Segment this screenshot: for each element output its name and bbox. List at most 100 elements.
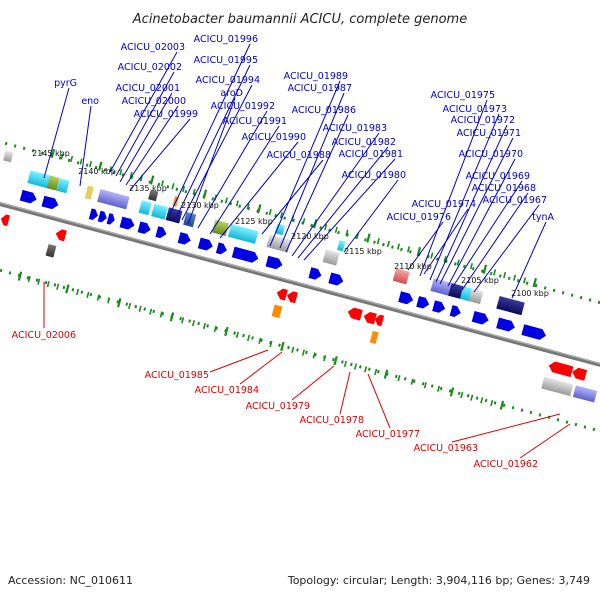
forward-gene-box <box>468 288 484 305</box>
reverse-track-dot <box>403 377 407 381</box>
reverse-minor-tick <box>75 288 80 296</box>
reverse-major-tick <box>224 326 229 337</box>
forward-minor-tick <box>513 274 517 281</box>
forward-minor-tick <box>119 169 123 176</box>
reverse-track-dot <box>71 288 75 292</box>
reverse-track-dot <box>592 427 596 432</box>
reverse-minor-tick <box>128 302 132 310</box>
forward-gene-box <box>3 150 14 163</box>
forward-gene-arrow <box>496 317 515 332</box>
forward-track-dot <box>76 161 80 165</box>
reverse-major-tick <box>449 387 455 397</box>
reverse-major-tick <box>383 369 389 379</box>
reverse-minor-tick <box>364 366 368 373</box>
label-leader-line <box>511 221 547 299</box>
forward-minor-tick <box>192 188 196 195</box>
label-leader-line <box>423 208 469 275</box>
accession-text: Accession: NC_010611 <box>8 574 134 587</box>
label-leader-line <box>261 159 324 235</box>
kbp-tick-label: 2125 kbp <box>235 217 273 226</box>
reverse-track-dot <box>233 331 236 335</box>
label-leader-line <box>339 371 351 415</box>
forward-minor-tick <box>469 263 473 270</box>
forward-minor-tick <box>171 183 175 190</box>
reverse-track-dot <box>376 369 380 374</box>
forward-track-dot <box>157 182 161 187</box>
label-leader-line <box>119 92 173 183</box>
label-leader-line <box>181 84 253 221</box>
reverse-minor-tick <box>181 317 185 324</box>
forward-track-dot <box>534 283 538 288</box>
forward-gene-box <box>151 203 168 220</box>
reverse-tick-track <box>0 268 596 432</box>
forward-major-tick <box>98 161 103 171</box>
reverse-track-dot <box>62 285 66 290</box>
reverse-minor-tick <box>470 394 474 401</box>
reverse-track-dot <box>44 280 48 285</box>
forward-track-dot <box>391 245 394 249</box>
label-leader-line <box>197 110 268 229</box>
forward-gene-box <box>56 178 70 194</box>
reverse-track-dot <box>367 367 371 371</box>
kbp-tick-label: 2105 kbp <box>461 276 499 285</box>
forward-gene-label: ACICU_01999 <box>134 109 198 120</box>
forward-minor-tick <box>108 166 112 173</box>
label-leader-line <box>447 158 516 287</box>
forward-track-dot <box>364 238 367 242</box>
reverse-major-tick <box>17 271 23 281</box>
reverse-minor-tick <box>56 283 60 290</box>
reverse-minor-tick <box>323 355 327 362</box>
forward-major-tick <box>202 189 208 199</box>
reverse-major-tick <box>499 400 505 410</box>
forward-gene-label: ACICU_01980 <box>342 170 406 181</box>
genome-track <box>0 141 600 432</box>
reverse-minor-tick <box>159 311 163 318</box>
forward-gene-arrow <box>177 232 191 245</box>
reverse-minor-tick <box>258 337 262 345</box>
kbp-tick-label: 2145 kbp <box>32 149 70 158</box>
forward-gene-label: ACICU_02000 <box>122 96 186 107</box>
forward-gene-label: ACICU_01975 <box>431 90 495 101</box>
reverse-track-dot <box>457 391 461 395</box>
reverse-track-dot <box>242 333 245 338</box>
forward-gene-label: ACICU_01976 <box>387 212 451 223</box>
forward-gene-label: ACICU_01981 <box>339 149 403 160</box>
label-leader-line <box>343 179 399 253</box>
reverse-gene-arrow <box>276 288 288 301</box>
forward-track-dot <box>310 223 313 228</box>
reverse-track-dot <box>305 350 308 355</box>
reverse-minor-tick <box>291 346 295 353</box>
forward-minor-tick <box>493 269 497 276</box>
forward-gene-box <box>138 200 152 216</box>
forward-minor-tick <box>456 259 460 266</box>
forward-track-dot <box>453 262 457 266</box>
forward-major-tick <box>257 204 262 214</box>
forward-gene-label: ACICU_01990 <box>242 132 306 143</box>
forward-gene-label: ACICU_02003 <box>121 42 185 53</box>
forward-track-dot <box>471 266 475 271</box>
reverse-track-dot <box>0 268 3 273</box>
forward-gene-arrow <box>155 226 167 239</box>
forward-gene-box <box>392 268 410 285</box>
reverse-track-dot <box>206 324 209 328</box>
reverse-gene-label: ACICU_01963 <box>414 443 478 454</box>
label-leader-line <box>279 92 345 249</box>
reverse-track-dot <box>8 271 12 275</box>
reverse-minor-tick <box>269 340 273 348</box>
label-leader-line <box>269 80 341 247</box>
reverse-minor-tick <box>343 360 347 367</box>
forward-track-dot <box>525 281 529 285</box>
forward-minor-tick <box>302 218 306 225</box>
forward-track-dot <box>211 197 215 201</box>
reverse-gene-label: ACICU_01977 <box>356 429 420 440</box>
forward-track-dot <box>373 240 376 244</box>
forward-gene-box <box>84 185 94 200</box>
label-leader-line <box>439 137 514 285</box>
reverse-gene-box <box>572 385 598 403</box>
forward-track-dot <box>588 298 592 302</box>
reverse-gene-arrow <box>55 229 67 242</box>
reverse-track-dot <box>89 292 93 297</box>
reverse-minor-tick <box>353 363 358 370</box>
forward-gene-labels: ACICU_02003ACICU_01996ACICU_02002ACICU_0… <box>54 34 554 223</box>
